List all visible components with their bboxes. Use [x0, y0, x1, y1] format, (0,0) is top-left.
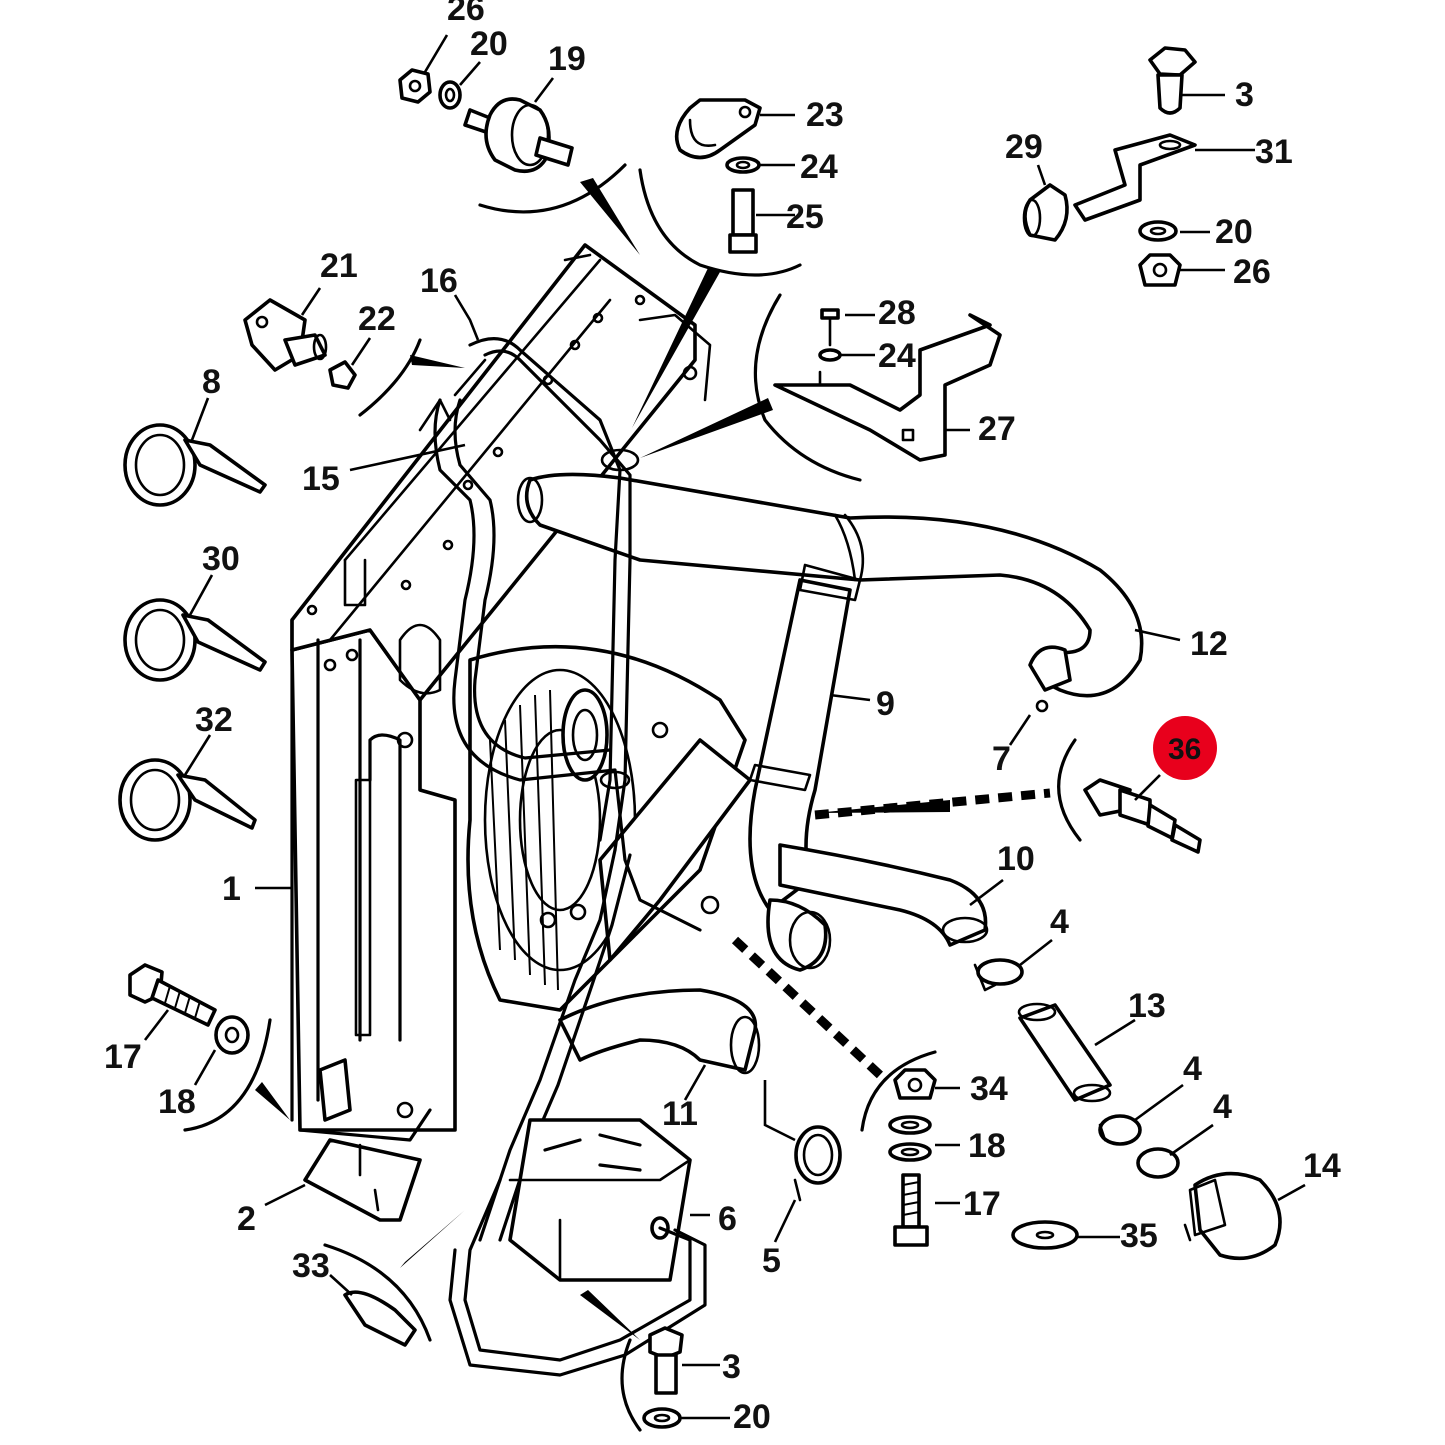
label-36-highlighted: 36	[1168, 733, 1201, 766]
detail-26-20-19	[398, 68, 640, 255]
label-17-left: 17	[104, 1038, 142, 1076]
label-16: 16	[420, 262, 458, 300]
label-35: 35	[1120, 1217, 1158, 1255]
cable-tie-8	[123, 423, 267, 507]
label-24-top: 24	[800, 148, 838, 186]
label-10: 10	[997, 840, 1035, 878]
detail-3-20-bottom	[580, 1290, 684, 1432]
fitting-14	[1183, 1171, 1282, 1261]
leader-lines	[143, 34, 1306, 1420]
clamp-4b	[1098, 1114, 1142, 1146]
hose-15	[418, 313, 712, 1242]
label-23: 23	[806, 96, 844, 134]
label-13: 13	[1128, 987, 1166, 1025]
pipe-13	[1017, 1002, 1112, 1103]
label-24-mid: 24	[878, 337, 916, 375]
label-31: 31	[1255, 133, 1293, 171]
label-26-top: 26	[447, 0, 485, 28]
label-28: 28	[878, 294, 916, 332]
label-11: 11	[662, 1095, 698, 1133]
label-18-left: 18	[158, 1083, 196, 1121]
label-20-right: 20	[1215, 213, 1253, 251]
detail-36-sensor	[814, 738, 1202, 854]
detail-17-18-left	[128, 963, 290, 1132]
detail-21-22	[243, 298, 465, 417]
label-19: 19	[548, 40, 586, 78]
label-4-mid: 4	[1183, 1050, 1202, 1088]
label-29: 29	[1005, 128, 1043, 166]
cable-tie-32	[118, 758, 257, 842]
label-32: 32	[195, 701, 233, 739]
label-20-bottom: 20	[733, 1398, 771, 1436]
label-18-right: 18	[968, 1127, 1006, 1165]
detail-33	[323, 1210, 465, 1347]
label-17-right: 17	[963, 1185, 1001, 1223]
label-7: 7	[992, 740, 1011, 778]
label-8: 8	[202, 363, 221, 401]
label-34: 34	[970, 1070, 1008, 1108]
label-22: 22	[358, 300, 396, 338]
detail-28-24-27	[640, 293, 1002, 482]
label-15: 15	[302, 460, 340, 498]
detail-34-18-17	[731, 936, 937, 1247]
hose-12	[516, 472, 1144, 698]
label-26-right: 26	[1233, 253, 1271, 291]
clamp-7	[1028, 645, 1072, 713]
detail-3-29-31-20-26	[1022, 46, 1197, 287]
label-14: 14	[1303, 1147, 1341, 1185]
label-4-top: 4	[1050, 903, 1069, 941]
label-33: 33	[292, 1247, 330, 1285]
cable-tie-30	[123, 598, 267, 682]
label-30: 30	[202, 540, 240, 578]
label-27: 27	[978, 410, 1016, 448]
label-3-top: 3	[1235, 76, 1254, 114]
label-5: 5	[762, 1242, 781, 1280]
label-4-low: 4	[1213, 1088, 1232, 1126]
label-6: 6	[718, 1200, 737, 1238]
hose-11	[558, 988, 761, 1075]
expansion-tank	[448, 1118, 707, 1377]
label-1: 1	[222, 870, 241, 908]
clamp-4c	[1136, 1147, 1180, 1179]
label-3-bottom: 3	[722, 1348, 741, 1386]
label-9: 9	[876, 685, 895, 723]
fan-assembly	[466, 644, 752, 1012]
radiator-assembly	[290, 243, 698, 1142]
label-20-top: 20	[470, 25, 508, 63]
bracket-2	[303, 1058, 422, 1222]
label-25: 25	[786, 198, 824, 236]
label-12: 12	[1190, 625, 1228, 663]
clamp-5	[763, 1080, 842, 1202]
part-labels: 26 20 19 23 24 25 3 29 31 20 26 21 16 22…	[104, 0, 1341, 1436]
label-2: 2	[237, 1200, 256, 1238]
clamp-4a	[973, 958, 1024, 992]
highlight-badge-36	[1153, 716, 1217, 780]
washer-35	[1011, 1220, 1079, 1250]
label-21: 21	[320, 247, 358, 285]
detail-23-24-25	[632, 98, 802, 428]
hose-10	[766, 843, 989, 972]
